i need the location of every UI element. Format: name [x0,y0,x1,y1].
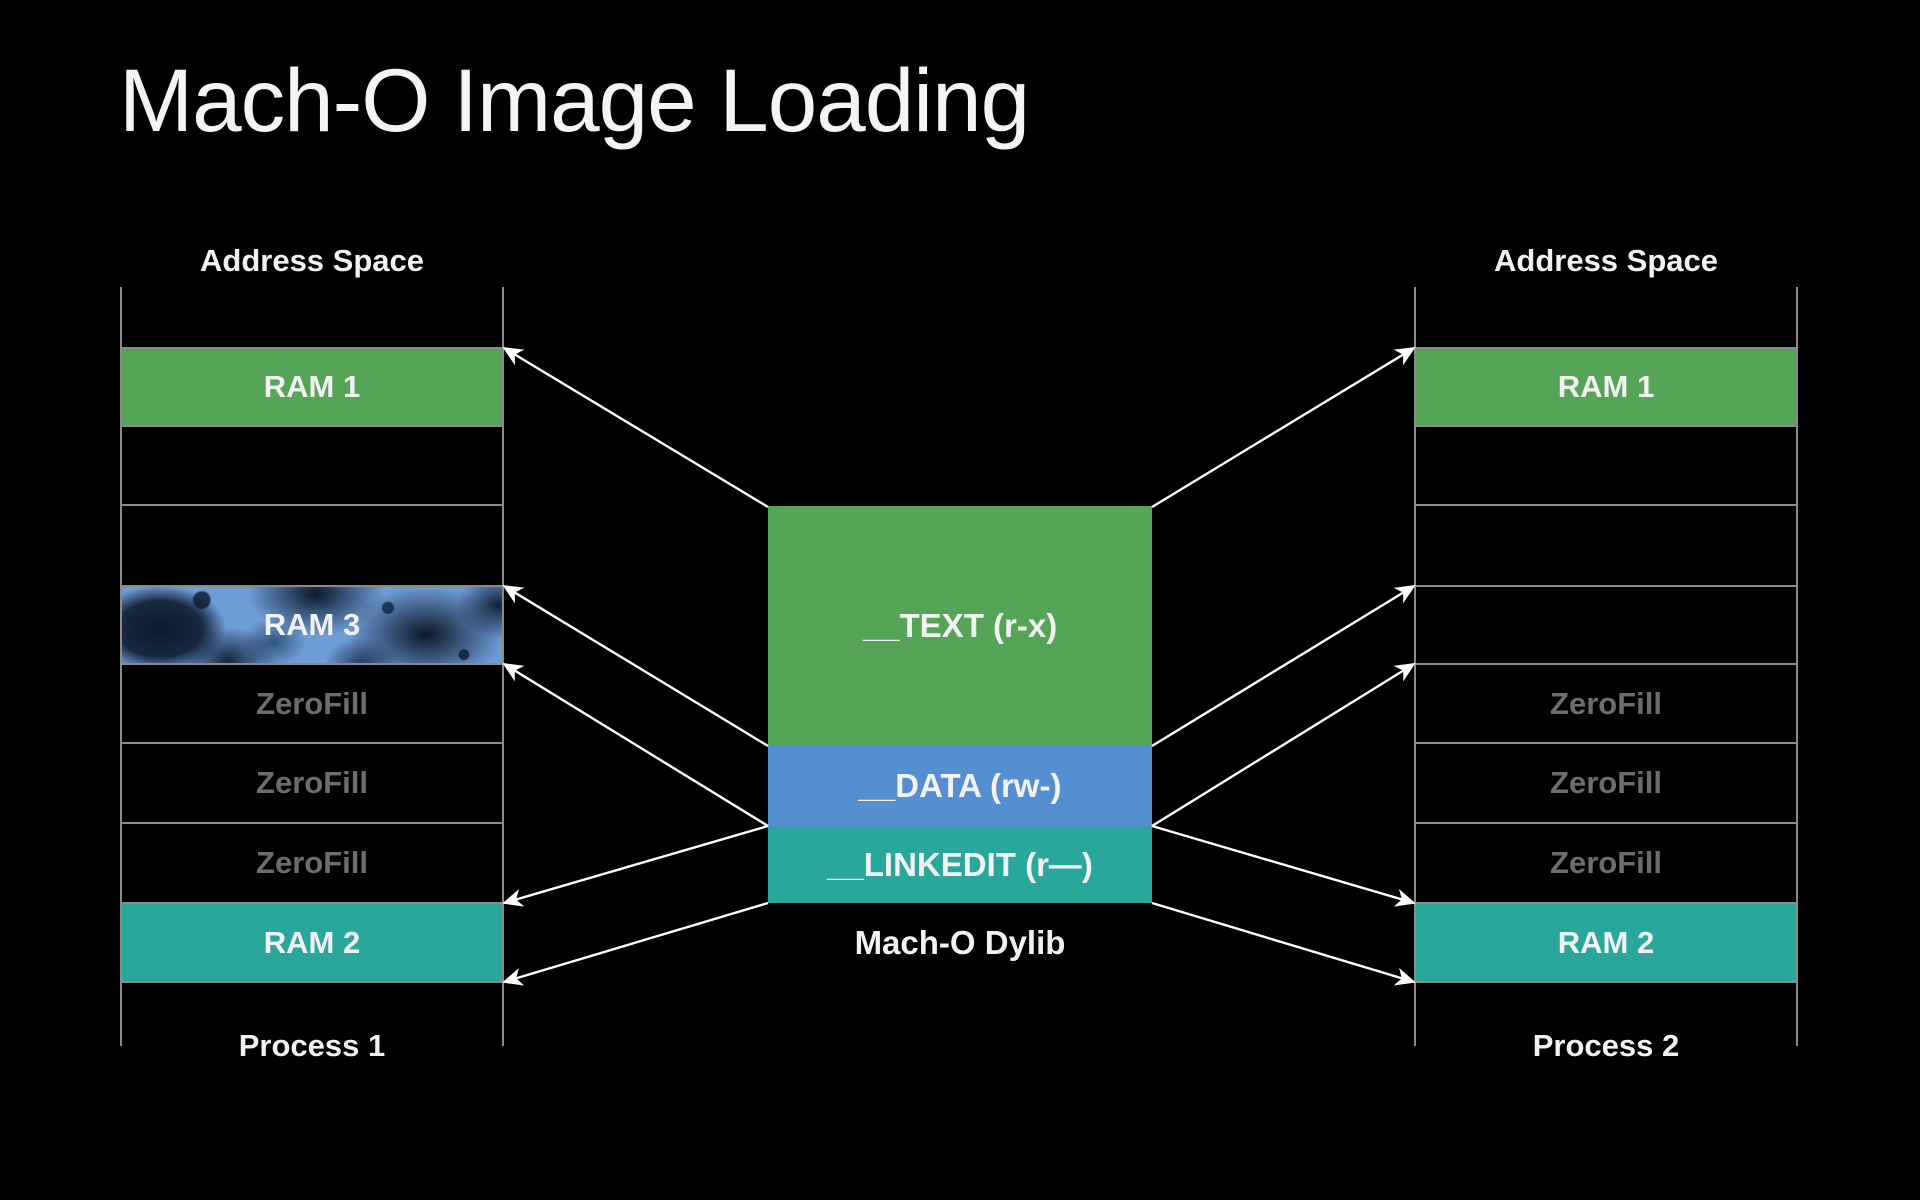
process1-ram3-row: RAM 3 [122,586,502,664]
process1-address-space: RAM 1 RAM 3 ZeroFill ZeroFill ZeroFill R… [120,287,504,1046]
row-divider [1416,663,1796,665]
mapping-arrow-text-to-p1ram1-top [502,346,769,509]
row-divider [122,822,502,824]
row-divider [1416,425,1796,427]
process1-ram3-label: RAM 3 [263,607,361,642]
process2-ram1-row: RAM 1 [1416,348,1796,426]
row-divider [1416,981,1796,983]
row-divider [1416,822,1796,824]
process2-ram1-label: RAM 1 [1557,369,1655,404]
linkedit-segment: __LINKEDIT (r—) [768,827,1152,903]
process1-ram2-row: RAM 2 [122,903,502,982]
text-segment-label: __TEXT (r-x) [862,606,1058,644]
process1-zerofill-row-3: ZeroFill [256,845,368,880]
mapping-arrow-linkedit-to-p2ram2-top [1151,824,1416,907]
mapping-arrow-linkedit-to-p1ram2-bottom [502,901,769,986]
dylib-caption: Mach-O Dylib [854,924,1066,961]
mapping-arrow-data-to-p2row-top [1151,584,1416,748]
process1-address-space-label: Address Space [200,243,424,278]
data-segment: __DATA (rw-) [768,745,1152,827]
mapping-arrow-data-to-p1ram3-bottom [502,662,769,828]
process1-label: Process 1 [238,1028,386,1063]
row-divider [122,902,502,904]
process2-address-space: RAM 1 ZeroFill ZeroFill ZeroFill RAM 2 [1414,287,1798,1046]
mapping-arrow-data-to-p1ram3-top [502,584,769,748]
mapping-arrow-data-to-p2row-bottom [1151,662,1416,828]
process1-ram1-label: RAM 1 [263,369,361,404]
row-divider [1416,902,1796,904]
process1-ram2-label: RAM 2 [263,924,361,960]
mapping-arrow-linkedit-to-p2ram2-bottom [1151,901,1416,986]
mapping-arrow-linkedit-to-p1ram2-top [502,824,769,907]
row-divider [122,347,502,349]
row-divider [1416,742,1796,744]
process1-ram1-row: RAM 1 [122,348,502,426]
process2-ram2-label: RAM 2 [1557,924,1655,960]
process2-zerofill-row-3: ZeroFill [1550,845,1662,880]
row-divider [1416,504,1796,506]
process2-address-space-label: Address Space [1494,243,1718,278]
process2-label: Process 2 [1532,1028,1680,1063]
row-divider [1416,347,1796,349]
dylib-box: __TEXT (r-x) __DATA (rw-) __LINKEDIT (r—… [768,506,1152,903]
row-divider [122,585,502,587]
linkedit-segment-label: __LINKEDIT (r—) [827,846,1093,883]
process1-zerofill-row-1: ZeroFill [256,685,368,721]
row-divider [122,425,502,427]
slide-title: Mach-O Image Loading [119,50,1030,150]
row-divider [122,981,502,983]
process2-ram2-row: RAM 2 [1416,903,1796,982]
mapping-arrow-text-to-p2ram1-top [1151,346,1416,509]
row-divider [122,663,502,665]
process1-zerofill-row-2: ZeroFill [256,765,368,800]
text-segment: __TEXT (r-x) [768,506,1152,745]
row-divider [122,742,502,744]
process2-zerofill-row-2: ZeroFill [1550,765,1662,800]
data-segment-label: __DATA (rw-) [858,767,1062,804]
row-divider [1416,585,1796,587]
row-divider [122,504,502,506]
process2-zerofill-row-1: ZeroFill [1550,685,1662,721]
